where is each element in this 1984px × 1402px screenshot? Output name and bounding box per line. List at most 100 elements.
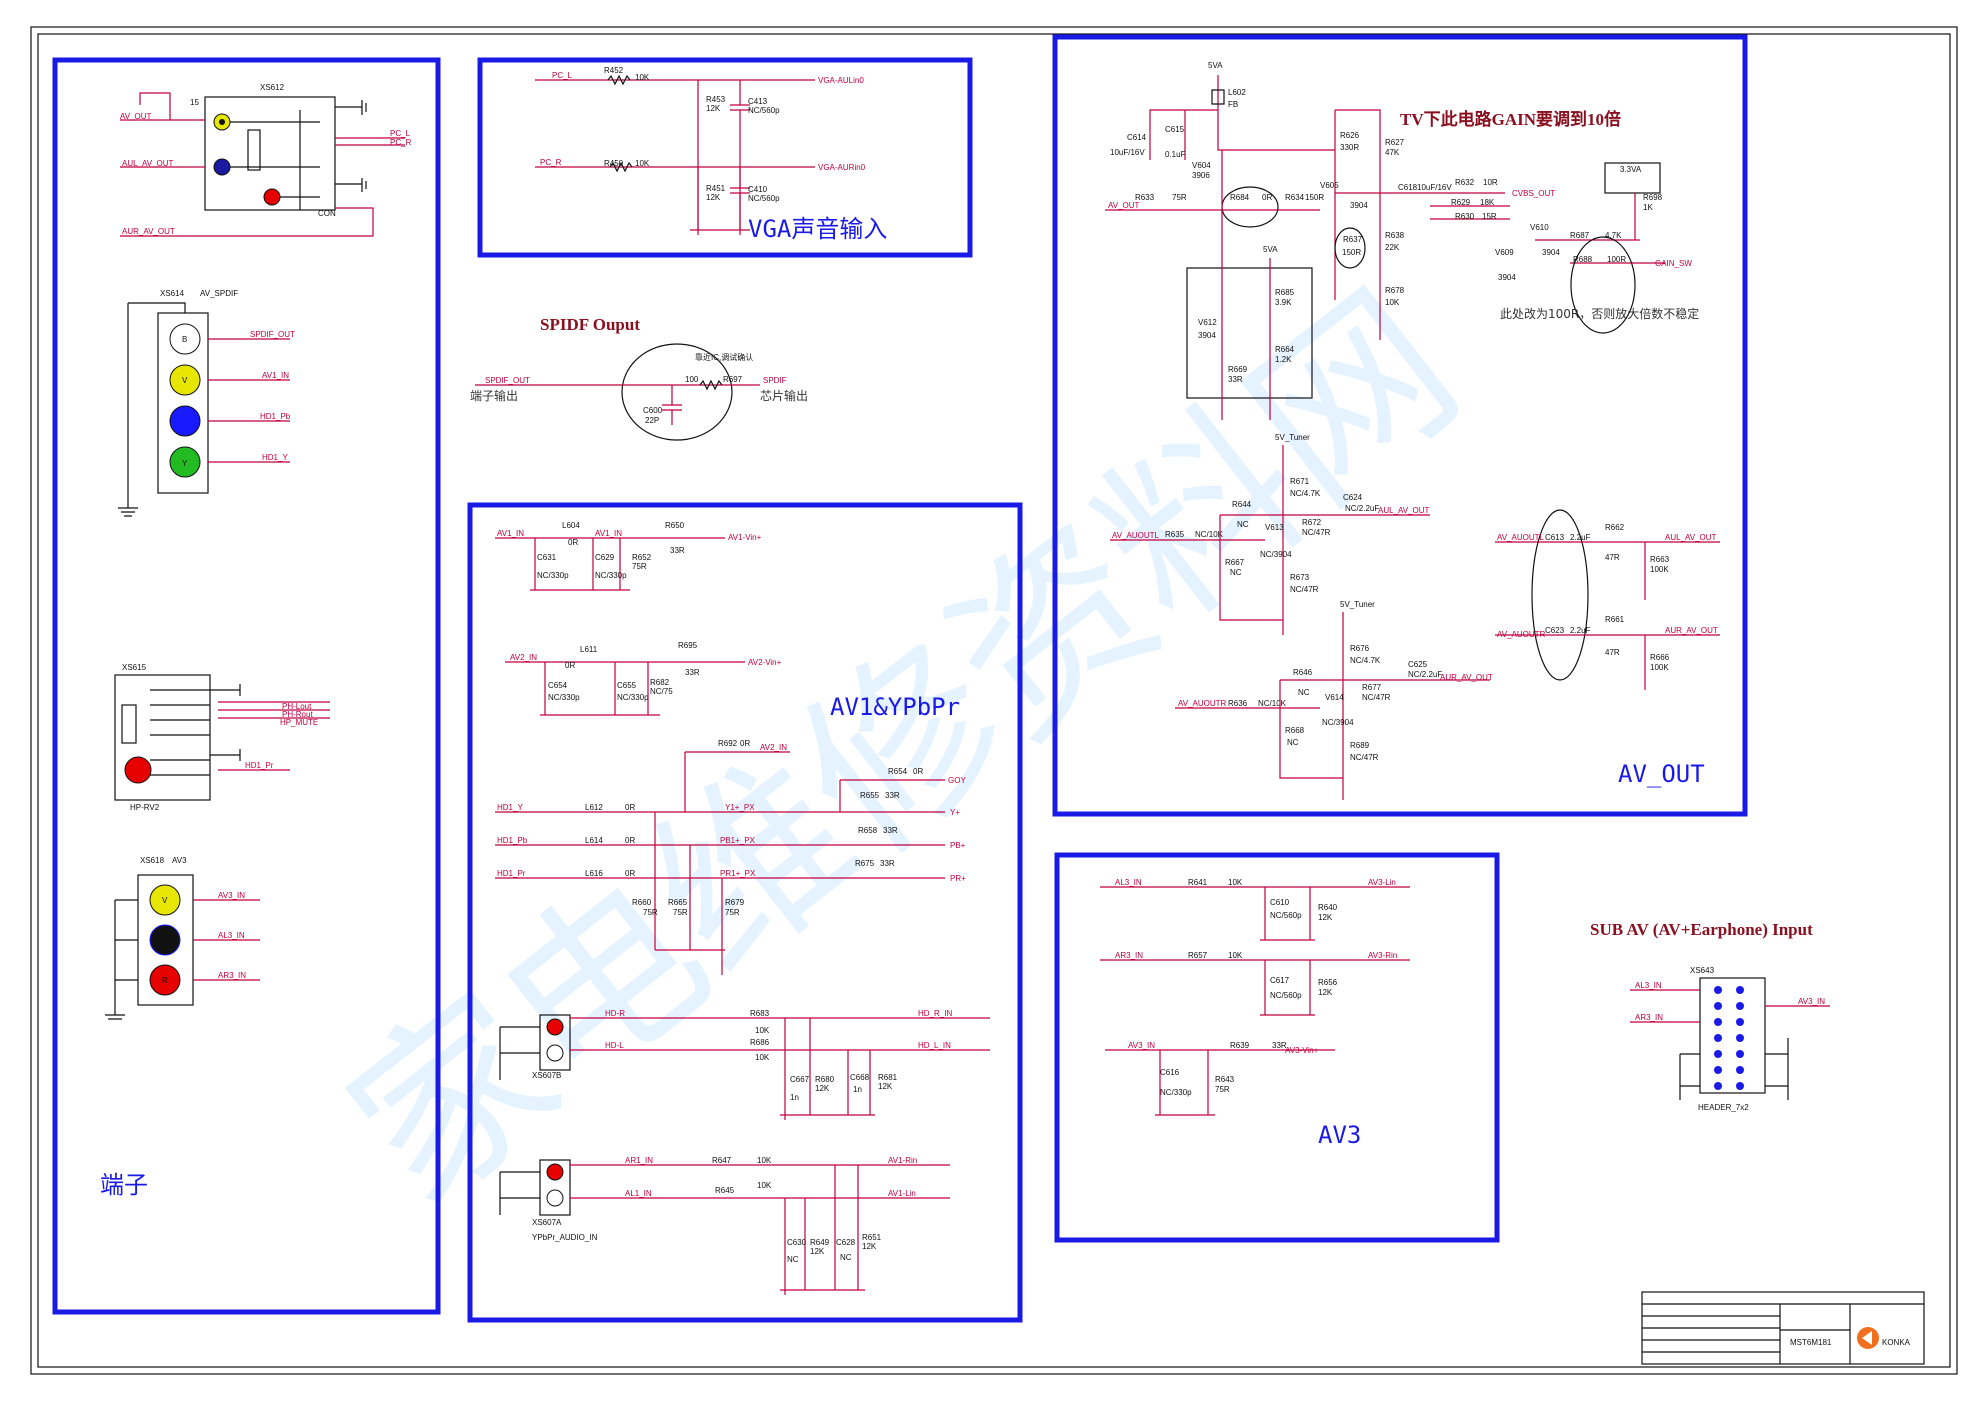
xs643-name: HEADER_7x2 [1698, 1103, 1749, 1112]
part-r664-value: 1.2K [1275, 355, 1292, 364]
rail-33va: 3.3VA [1620, 165, 1642, 174]
part-c629: C629 [595, 553, 615, 562]
connector-xs607a: XS607A YPbPr_AUDIO_IN [499, 1159, 598, 1242]
part-r655: R655 [860, 791, 880, 800]
part-r647-value: 10K [757, 1156, 772, 1165]
net-aul-av-out: AUL_AV_OUT [122, 159, 174, 168]
xs618-ref: XS618 [140, 856, 165, 865]
av3-net-ar3-in: AR3_IN [1115, 951, 1143, 960]
part-l612: L612 [585, 803, 603, 812]
part-c624-value: NC/2.2uF [1345, 504, 1379, 513]
part-r630: R630 [1455, 212, 1475, 221]
xs612-sub: CON [318, 209, 336, 218]
part-r698: R698 [1643, 193, 1663, 202]
part-r666-value: 100K [1650, 663, 1669, 672]
part-r665: R665 [668, 898, 688, 907]
part-c410: C410 [748, 185, 768, 194]
heading-tv-gain: TV下此电路GAIN要调到10倍 [1400, 109, 1621, 129]
note-spdif: 靠近IC,调试确认 [695, 352, 753, 362]
xs614-ref: XS614 [160, 289, 185, 298]
part-r668: R668 [1285, 726, 1305, 735]
part-r643: R643 [1215, 1075, 1235, 1084]
part-c628-value: NC [840, 1253, 852, 1262]
part-r656-value: 12K [1318, 988, 1333, 997]
svg-text:B: B [182, 335, 187, 344]
svg-text:XS615: XS615 [122, 663, 147, 672]
part-r629: R629 [1451, 198, 1471, 207]
panel-av-out: AV_OUT TV下此电路GAIN要调到10倍 5VA L602 FB C614… [1052, 34, 1748, 817]
title-block: MST6M181 KONKA [1641, 1291, 1925, 1365]
part-r673-value: NC/47R [1290, 585, 1319, 594]
part-r667-value: NC [1230, 568, 1242, 577]
sub-av-section: SUB AV (AV+Earphone) Input XS643 HEADER_… [1590, 920, 1830, 1112]
part-r661: R661 [1605, 615, 1625, 624]
svg-text:15: 15 [190, 98, 199, 107]
part-c413: C413 [748, 97, 768, 106]
subav-net-av3-in: AV3_IN [1798, 997, 1825, 1006]
part-v605: V605 [1320, 181, 1339, 190]
part-c631-value: NC/330p [537, 571, 569, 580]
panel-av3: AV3 AL3_IN R641 10K AV3-Lin C610 NC/560p… [1054, 852, 1500, 1243]
connector-xs618: XS618 AV3 V L R AV3_IN AL3_IN AR3_IN [105, 856, 260, 1020]
part-r663-value: 100K [1650, 565, 1669, 574]
net-gain-sw: GAIN_SW [1655, 259, 1692, 268]
part-c615: C615 [1165, 125, 1185, 134]
part-v610-value: 3904 [1542, 248, 1560, 257]
xs618-name: AV3 [172, 856, 187, 865]
part-r680-value: 12K [815, 1084, 830, 1093]
net-av1-vin: AV1-Vin+ [728, 533, 762, 542]
part-r656: R656 [1318, 978, 1338, 987]
xs618-jack-v: V [162, 896, 168, 905]
avout-net-av-auoutr-2: AV_AUOUTR [1497, 630, 1546, 639]
xs614-y: Y [182, 459, 188, 468]
rail-5va-2: 5VA [1263, 245, 1278, 254]
part-r633: R633 [1135, 193, 1155, 202]
part-r452-value: 10K [635, 73, 650, 82]
avout-net-av-out: AV_OUT [1108, 201, 1140, 210]
note-gain: 此处改为100R，否则放大倍数不稳定 [1500, 306, 1699, 321]
note-chip-out: 芯片输出 [760, 388, 808, 403]
net-pc-l: PC_L [390, 129, 411, 138]
part-r665-value: 75R [673, 908, 688, 917]
part-r682-value: NC/75 [650, 687, 673, 696]
part-r660: R660 [632, 898, 652, 907]
part-r669: R669 [1228, 365, 1248, 374]
net-aur-av-out-2: AUR_AV_OUT [1665, 626, 1718, 635]
net-goy: GOY [948, 776, 966, 785]
part-l604-value: 0R [568, 538, 578, 547]
part-r681-value: 12K [878, 1082, 893, 1091]
part-v613-value: NC/3904 [1260, 550, 1292, 559]
net-ph-lout: PH-Lout [282, 702, 312, 711]
net-yp: Y+ [950, 808, 960, 817]
xs607a-name: YPbPr_AUDIO_IN [532, 1233, 598, 1242]
panel-av3-label: AV3 [1318, 1121, 1361, 1149]
part-r675-value: 33R [880, 859, 895, 868]
vga-net-pc-l: PC_L [552, 71, 573, 80]
panel-av-out-label: AV_OUT [1618, 760, 1705, 788]
part-v609: V609 [1495, 248, 1514, 257]
net-ph-rout: PH-Rout [282, 710, 313, 719]
net-av2-in-2: AV2_IN [760, 743, 787, 752]
part-r654-value: 0R [913, 767, 923, 776]
part-c614: C614 [1127, 133, 1147, 142]
part-r658: R658 [858, 826, 878, 835]
part-r661-value: 47R [1605, 648, 1620, 657]
part-r671: R671 [1290, 477, 1310, 486]
part-r688-value: 100R [1607, 255, 1626, 264]
connector-xs615: XS615 PH-Lout PH-Rout HP_MUTE HD1_Pr HP-… [114, 663, 330, 812]
part-r657-value: 10K [1228, 951, 1243, 960]
net-spdif-out-left: SPDIF_OUT [250, 330, 295, 339]
part-r635: R635 [1165, 530, 1185, 539]
part-c623-value: 2.2uF [1570, 626, 1591, 635]
net-av2-vin: AV2-Vin+ [748, 658, 782, 667]
net-hd-l: HD-L [605, 1041, 624, 1050]
part-r692: R692 [718, 739, 738, 748]
part-v612: V612 [1198, 318, 1217, 327]
panel-av1-label: AV1&YPbPr [830, 693, 960, 721]
part-r676-value: NC/4.7K [1350, 656, 1381, 665]
rail-5v-tuner-2: 5V_Tuner [1340, 600, 1375, 609]
heading-spdif: SPIDF Ouput [540, 315, 640, 334]
part-r645: R645 [715, 1186, 735, 1195]
part-r450-value: 10K [635, 159, 650, 168]
part-c624: C624 [1343, 493, 1363, 502]
